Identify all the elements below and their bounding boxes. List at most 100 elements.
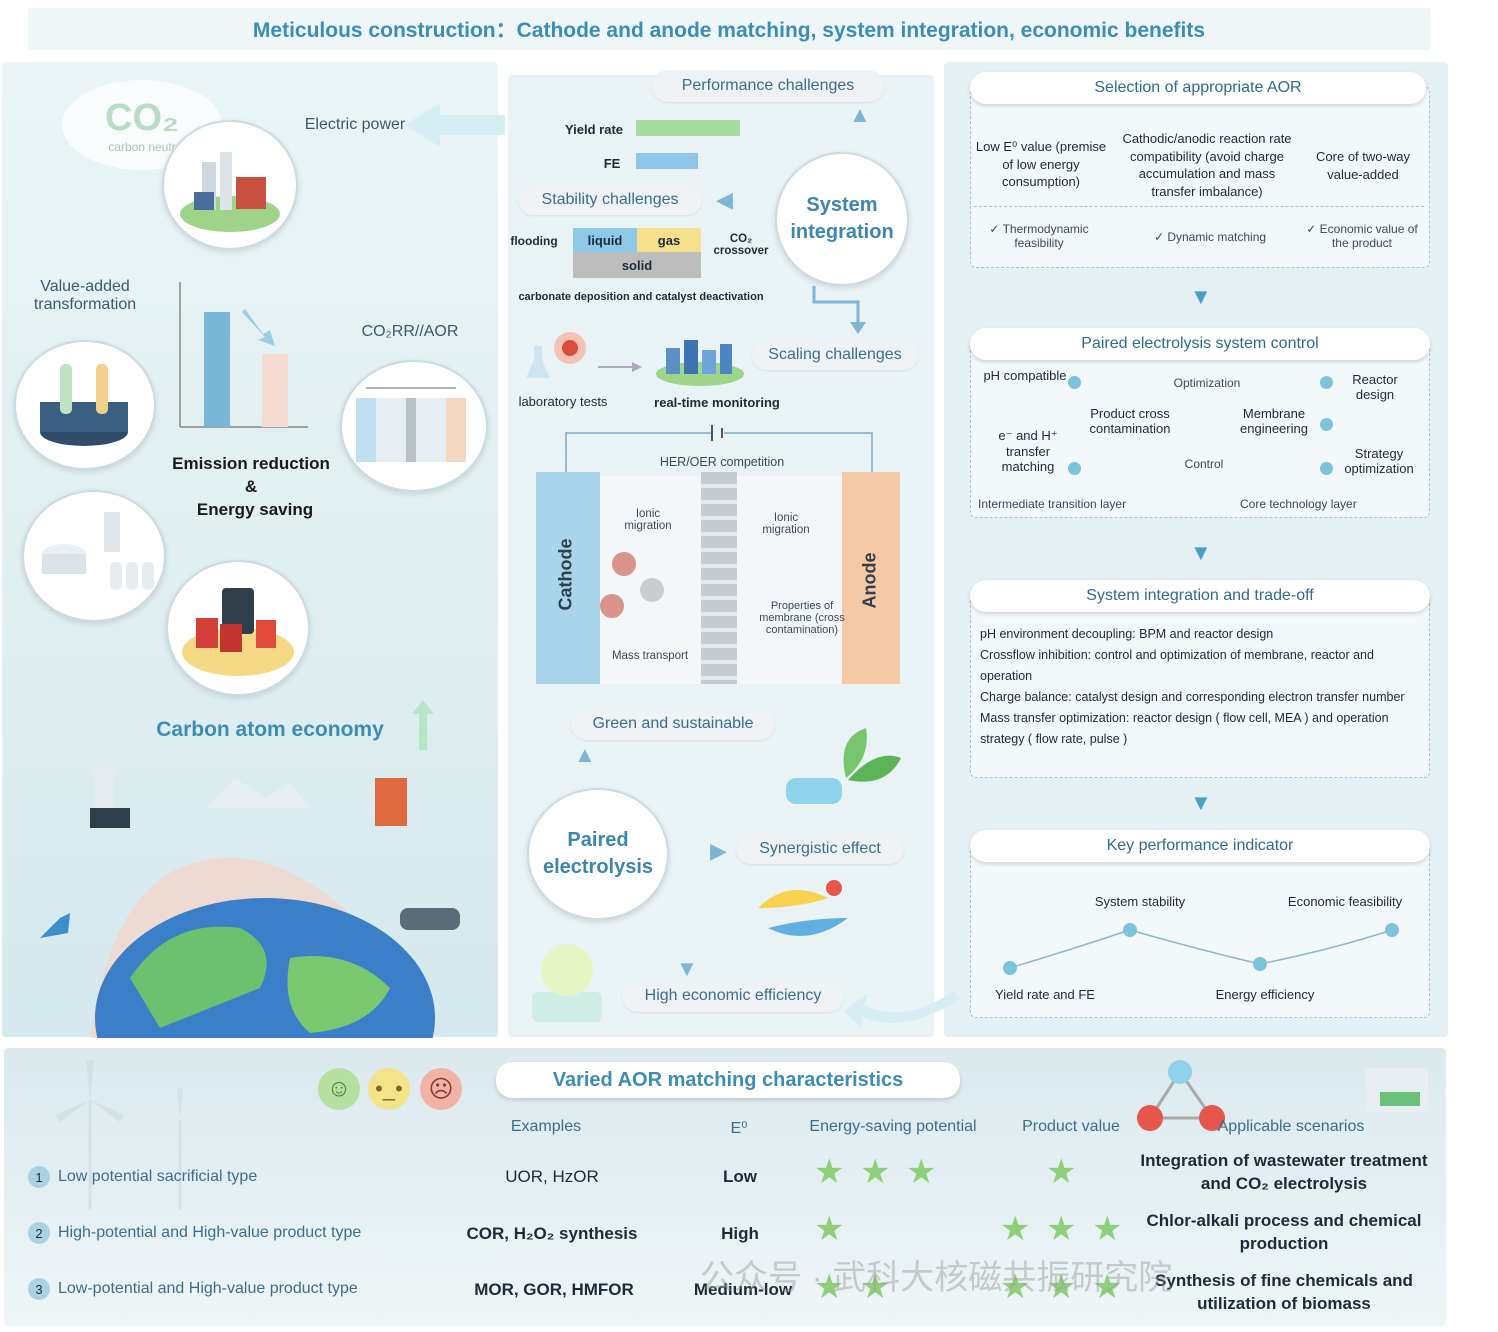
up-arrow-performance: ▲ (849, 102, 871, 127)
happy-face-icon: ☺ (318, 1068, 360, 1110)
kpi-box (970, 840, 1430, 1018)
integration-item: Crossflow inhibition: control and optimi… (980, 648, 1374, 683)
integration-item: Charge balance: catalyst design and corr… (980, 690, 1405, 704)
high-economic-efficiency: High economic efficiency (622, 980, 844, 1012)
row-scenario: Synthesis of fine chemicals and utilizat… (1155, 1271, 1413, 1313)
yield-rate-bar (636, 120, 740, 136)
return-arrow (844, 991, 960, 1029)
membrane-eng-label: Membrane engineering (1240, 406, 1308, 436)
node-dot (1068, 376, 1081, 389)
kpi-economic: Economic feasibility (1287, 894, 1403, 909)
kpi-stability: System stability (1094, 894, 1186, 909)
row-examples: UOR, HzOR (505, 1167, 599, 1186)
plant-plug-icon (786, 728, 901, 804)
molecule-icon (1137, 1060, 1225, 1131)
optimization-label: Optimization (1173, 376, 1241, 390)
wind-turbine-icon (55, 1060, 183, 1210)
layer2-label: Core technology layer (1240, 497, 1357, 511)
product-cross-label: Product cross contamination (1089, 406, 1171, 436)
power-plant-circle (162, 120, 298, 250)
carbonate-label: carbonate deposition and catalyst deacti… (518, 291, 764, 303)
ionic-migration-right: Ionic migration (762, 512, 810, 536)
row-type: Low potential sacrificial type (58, 1168, 258, 1185)
circuit-wire (565, 425, 873, 473)
star-icon: ★ (1092, 1268, 1123, 1306)
star-icon: ★ (1046, 1153, 1077, 1191)
layer1-label: Intermediate transition layer (978, 497, 1127, 511)
row-e0: High (721, 1224, 759, 1243)
down-arrow-econ: ▼ (676, 956, 698, 981)
emission-line2: & (244, 477, 258, 496)
star-icon: ★ (814, 1210, 845, 1248)
fe-bar (636, 153, 698, 169)
co2-molecule-icon (600, 594, 624, 618)
sel-col3: Core of two-way value-added (1316, 149, 1410, 182)
synergistic-effect: Synergistic effect (736, 834, 904, 864)
energy-stars: ★ (814, 1212, 994, 1252)
electric-power-label: Electric power (304, 116, 406, 133)
row-scenario: Integration of wastewater treatment and … (1140, 1151, 1428, 1193)
row-type: Low-potential and High-value product typ… (58, 1280, 358, 1297)
fe-label: FE (603, 156, 621, 171)
row-type: High-potential and High-value product ty… (58, 1224, 362, 1241)
performance-challenges: Performance challenges (652, 70, 884, 102)
integration-item: Mass transfer optimization: reactor desi… (980, 711, 1389, 746)
energy-stars: ★★ (814, 1270, 994, 1310)
lab-tests-label: laboratory tests (518, 394, 608, 409)
system-control-box (970, 340, 1430, 518)
sad-face-icon: ☹ (420, 1068, 462, 1110)
sel-tag1: ✓ Thermodynamic feasibility (989, 222, 1089, 250)
row-number-badge: 2 (28, 1222, 50, 1244)
chemical-plant-icon (42, 512, 154, 590)
star-icon: ★ (814, 1268, 845, 1306)
star-icon: ★ (1046, 1268, 1077, 1306)
co2-logo-text: CO₂ (105, 96, 179, 139)
co2-molecule-icon (612, 552, 636, 576)
star-icon: ★ (1000, 1268, 1031, 1306)
kpi-header: Key performance indicator (970, 830, 1430, 862)
factory-circle (22, 490, 166, 622)
control-label: Control (1184, 457, 1224, 471)
star-icon: ★ (1000, 1210, 1031, 1248)
mass-transport-label: Mass transport (611, 650, 689, 662)
row-examples: MOR, GOR, HMFOR (474, 1280, 634, 1299)
machine-icon (1366, 1068, 1428, 1112)
fuel-circle (166, 560, 310, 696)
flooding-label: flooding (510, 234, 558, 248)
node-dot (1320, 376, 1333, 389)
eh-transfer: e⁻ and H⁺ transfer matching (998, 428, 1058, 474)
power-arrow (405, 103, 505, 147)
kpi-yield: Yield rate and FE (995, 987, 1095, 1002)
col-e0: E⁰ (730, 1120, 748, 1137)
lab-tubes-circle (14, 340, 156, 470)
sel-tag2: ✓ Dynamic matching (1153, 230, 1267, 244)
sel-col2: Cathodic/anodic reaction rate compatibil… (1122, 131, 1292, 199)
integration-header: System integration and trade-off (970, 580, 1430, 612)
anode-label: Anode (859, 552, 880, 609)
co2-crossover-label: CO₂ crossover (713, 233, 769, 257)
star-icon: ★ (860, 1268, 891, 1306)
aor-selection-box (970, 86, 1430, 268)
aor-selection-header: Selection of appropriate AOR (970, 72, 1426, 104)
stability-challenges: Stability challenges (518, 185, 702, 215)
lab-flask-icon (526, 332, 586, 378)
ph-compatible: pH compatible (983, 368, 1067, 383)
ionic-migration-left: Ionic migration (624, 508, 672, 532)
emission-line1: Emission reduction (172, 454, 330, 473)
cathode-label: Cathode (555, 538, 576, 611)
divider-line (974, 206, 1424, 207)
energy-stars: ★★★ (814, 1155, 994, 1195)
row-e0: Low (723, 1167, 757, 1186)
integration-list: pH environment decoupling: BPM and react… (980, 624, 1426, 750)
cell-circle (340, 360, 488, 492)
realtime-label: real-time monitoring (654, 395, 780, 410)
co2rr-aor-label: CO₂RR//AOR (361, 323, 459, 340)
sel-col1: Low E⁰ value (premise of low energy cons… (975, 139, 1107, 190)
fuel-barrel-icon (182, 588, 294, 676)
watermark: 公众号 · 武科大核磁共振研究院 (700, 1259, 1173, 1297)
neutral-face-icon: •_• (368, 1068, 410, 1110)
scaling-arrow (812, 286, 866, 334)
co2-logo-sub: carbon neutr (108, 139, 176, 154)
emission-line3: Energy saving (196, 500, 314, 519)
star-icon: ★ (1046, 1210, 1077, 1248)
